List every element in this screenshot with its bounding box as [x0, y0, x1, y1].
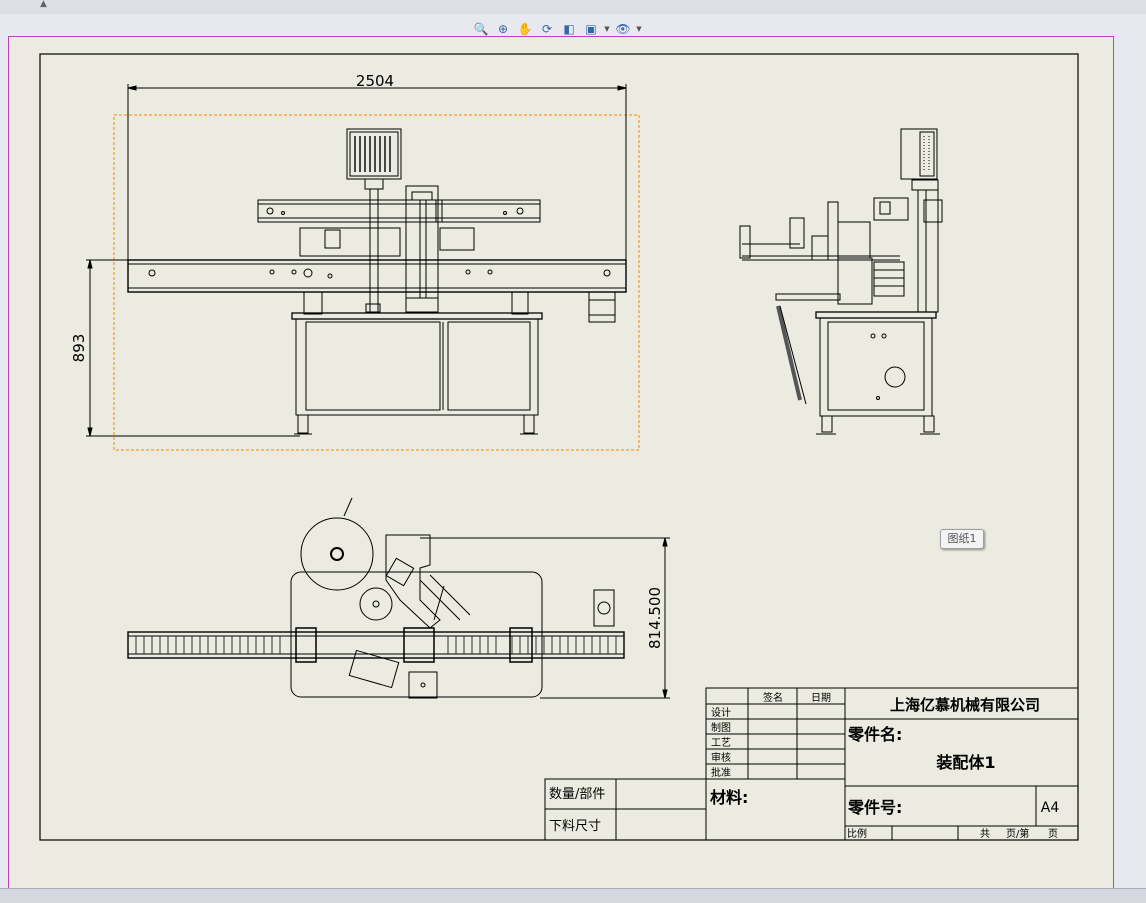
chevron-down-icon[interactable]: ▼ [604, 25, 610, 33]
sheet-tab[interactable]: 图纸1 [940, 529, 984, 549]
rotate-icon[interactable]: ⟳ [541, 22, 553, 36]
row-approve: 批准 [711, 766, 731, 779]
sign-column-header: 签名 [763, 691, 783, 704]
pan-icon[interactable]: ✋ [517, 22, 533, 36]
drawing-border [39, 53, 1079, 841]
pages-total-label: 共 [980, 828, 990, 840]
pages-mid-label: 页/第 [1006, 827, 1029, 840]
top-view[interactable] [127, 497, 670, 699]
row-design: 设计 [711, 706, 731, 719]
row-process: 工艺 [711, 737, 731, 749]
qty-label: 数量/部件 [549, 787, 605, 802]
date-column-header: 日期 [811, 692, 831, 704]
zoom-to-fit-icon[interactable]: 🔍 [473, 22, 489, 36]
heads-up-view-toolbar[interactable]: 🔍 ⊕ ✋ ⟳ ◧ ▣ ▼ 👁 ▼ [472, 20, 642, 38]
scale-label: 比例 [847, 827, 867, 840]
row-draw: 制图 [711, 721, 731, 734]
graphics-area[interactable] [0, 14, 1146, 893]
dimension-width: 2504 [356, 72, 394, 90]
part-name-label: 零件名: [847, 725, 902, 744]
view-orientation-icon[interactable]: ▣ [585, 22, 597, 36]
chevron-down-icon[interactable]: ▼ [636, 25, 642, 33]
pages-end-label: 页 [1048, 828, 1058, 840]
dimension-height: 893 [70, 334, 88, 363]
sheet-size: A4 [1041, 800, 1060, 816]
zoom-area-icon[interactable]: ⊕ [497, 22, 509, 36]
view-selection-box [113, 114, 640, 451]
side-view[interactable] [739, 128, 943, 435]
hide-show-icon[interactable]: 👁 [615, 22, 631, 36]
part-no-label: 零件号: [847, 798, 902, 817]
window-bottom-strip [0, 888, 1146, 903]
title-block[interactable] [544, 687, 1079, 841]
row-review: 审核 [711, 751, 731, 764]
front-view[interactable] [86, 84, 640, 451]
material-label: 材料: [710, 788, 748, 807]
blank-size-label: 下料尺寸 [549, 819, 601, 834]
chevron-up-icon[interactable]: ▲ [40, 0, 47, 9]
company-name: 上海亿慕机械有限公司 [890, 696, 1040, 714]
part-name-value: 装配体1 [935, 753, 995, 772]
display-style-icon[interactable]: ◧ [563, 22, 575, 36]
dimension-top-height: 814.500 [646, 587, 664, 649]
